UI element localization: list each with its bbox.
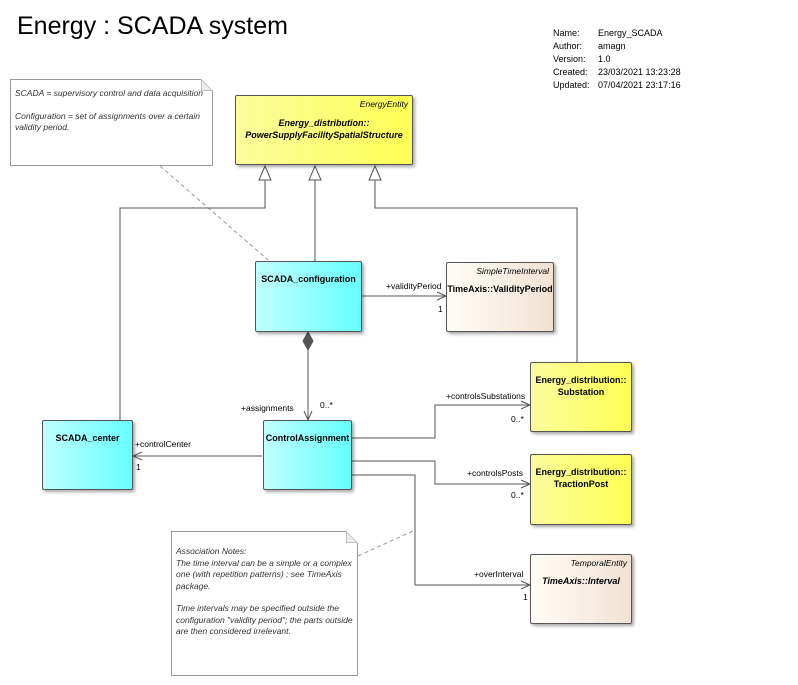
class-name: TimeAxis::Interval bbox=[542, 576, 620, 586]
generalization-arrowhead bbox=[308, 164, 322, 181]
role-over-interval: +overInterval bbox=[474, 569, 524, 579]
class-scada-center[interactable]: SCADA_center bbox=[42, 420, 133, 490]
note-association[interactable]: Association Notes: The time interval can… bbox=[171, 531, 358, 676]
multiplicity-controls-substations: 0..* bbox=[511, 414, 524, 424]
class-name: SCADA_center bbox=[55, 433, 120, 443]
meta-key: Author: bbox=[553, 41, 583, 51]
meta-row-author: Author: amagn bbox=[553, 40, 681, 53]
class-interval[interactable]: TemporalEntity TimeAxis::Interval bbox=[530, 554, 632, 624]
note-text: Association Notes: The time interval can… bbox=[176, 546, 352, 591]
note-link-association bbox=[357, 529, 416, 557]
class-name: Energy_distribution:: TractionPost bbox=[535, 467, 627, 489]
class-validity-period[interactable]: SimpleTimeInterval TimeAxis::ValidityPer… bbox=[446, 262, 554, 332]
role-control-center: +controlCenter bbox=[135, 439, 191, 449]
diagram-metadata: Name: Energy_SCADA Author: amagn Version: 1… bbox=[553, 27, 681, 92]
class-name: Energy_distribution:: Substation bbox=[535, 375, 627, 397]
generalization-arrowhead bbox=[258, 164, 272, 181]
class-traction-post[interactable]: Energy_distribution:: TractionPost bbox=[530, 454, 632, 525]
multiplicity-controls-posts: 0..* bbox=[511, 490, 524, 500]
note-fold-corner bbox=[201, 79, 213, 91]
meta-value: 23/03/2021 13:23:28 bbox=[598, 67, 681, 77]
class-control-assignment[interactable]: ControlAssignment bbox=[263, 420, 352, 490]
note-text: Configuration = set of assignments over … bbox=[15, 110, 200, 133]
note-scada-definition[interactable]: SCADA = supervisory control and data acq… bbox=[10, 79, 213, 166]
meta-row-created: Created: 23/03/2021 13:23:28 bbox=[553, 66, 681, 79]
meta-value: 1.0 bbox=[598, 54, 611, 64]
association-over-interval[interactable] bbox=[352, 474, 530, 586]
meta-value: 07/04/2021 23:17:16 bbox=[598, 80, 681, 90]
association-controls-posts[interactable] bbox=[352, 460, 530, 485]
role-controls-posts: +controlsPosts bbox=[467, 468, 523, 478]
stereotype-label: EnergyEntity bbox=[359, 99, 408, 109]
class-substation[interactable]: Energy_distribution:: Substation bbox=[530, 362, 632, 432]
meta-value: amagn bbox=[598, 41, 626, 51]
stereotype-label: TemporalEntity bbox=[570, 558, 627, 568]
note-text: Time intervals may be specified outside … bbox=[176, 603, 353, 636]
class-name: SCADA_configuration bbox=[261, 274, 356, 284]
class-name: ControlAssignment bbox=[265, 433, 350, 443]
meta-key: Updated: bbox=[553, 80, 590, 90]
note-link-scada bbox=[159, 165, 269, 261]
note-fold-corner bbox=[346, 531, 358, 543]
meta-key: Version: bbox=[553, 54, 586, 64]
class-scada-configuration[interactable]: SCADA_configuration bbox=[255, 261, 362, 332]
stereotype-label: SimpleTimeInterval bbox=[476, 266, 549, 276]
generalization-scada-center[interactable] bbox=[119, 180, 266, 420]
meta-row-updated: Updated: 07/04/2021 23:17:16 bbox=[553, 79, 681, 92]
generalization-substation[interactable] bbox=[374, 180, 578, 362]
multiplicity-validity-period: 1 bbox=[438, 304, 443, 314]
association-controls-substations[interactable] bbox=[352, 404, 530, 439]
role-validity-period: +validityPeriod bbox=[386, 281, 442, 291]
multiplicity-assignments: 0..* bbox=[320, 400, 333, 410]
multiplicity-control-center: 1 bbox=[136, 462, 141, 472]
association-arrowhead bbox=[131, 451, 143, 461]
meta-key: Created: bbox=[553, 67, 588, 77]
role-assignments: +assignments bbox=[241, 403, 294, 413]
class-name: TimeAxis::ValidityPeriod bbox=[447, 284, 553, 294]
composition-diamond bbox=[302, 330, 314, 352]
role-controls-substations: +controlsSubstations bbox=[446, 391, 526, 401]
meta-row-version: Version: 1.0 bbox=[553, 53, 681, 66]
meta-row-name: Name: Energy_SCADA bbox=[553, 27, 681, 40]
class-name: Energy_distribution:: PowerSupplyFacilit… bbox=[245, 118, 403, 140]
class-power-supply-facility-spatial-structure[interactable]: EnergyEntity Energy_distribution:: Power… bbox=[235, 95, 413, 165]
diagram-title: Energy : SCADA system bbox=[17, 12, 288, 40]
note-text: SCADA = supervisory control and data acq… bbox=[15, 88, 203, 98]
meta-key: Name: bbox=[553, 28, 580, 38]
multiplicity-over-interval: 1 bbox=[523, 592, 528, 602]
generalization-arrowhead bbox=[368, 164, 382, 181]
meta-value: Energy_SCADA bbox=[598, 28, 663, 38]
